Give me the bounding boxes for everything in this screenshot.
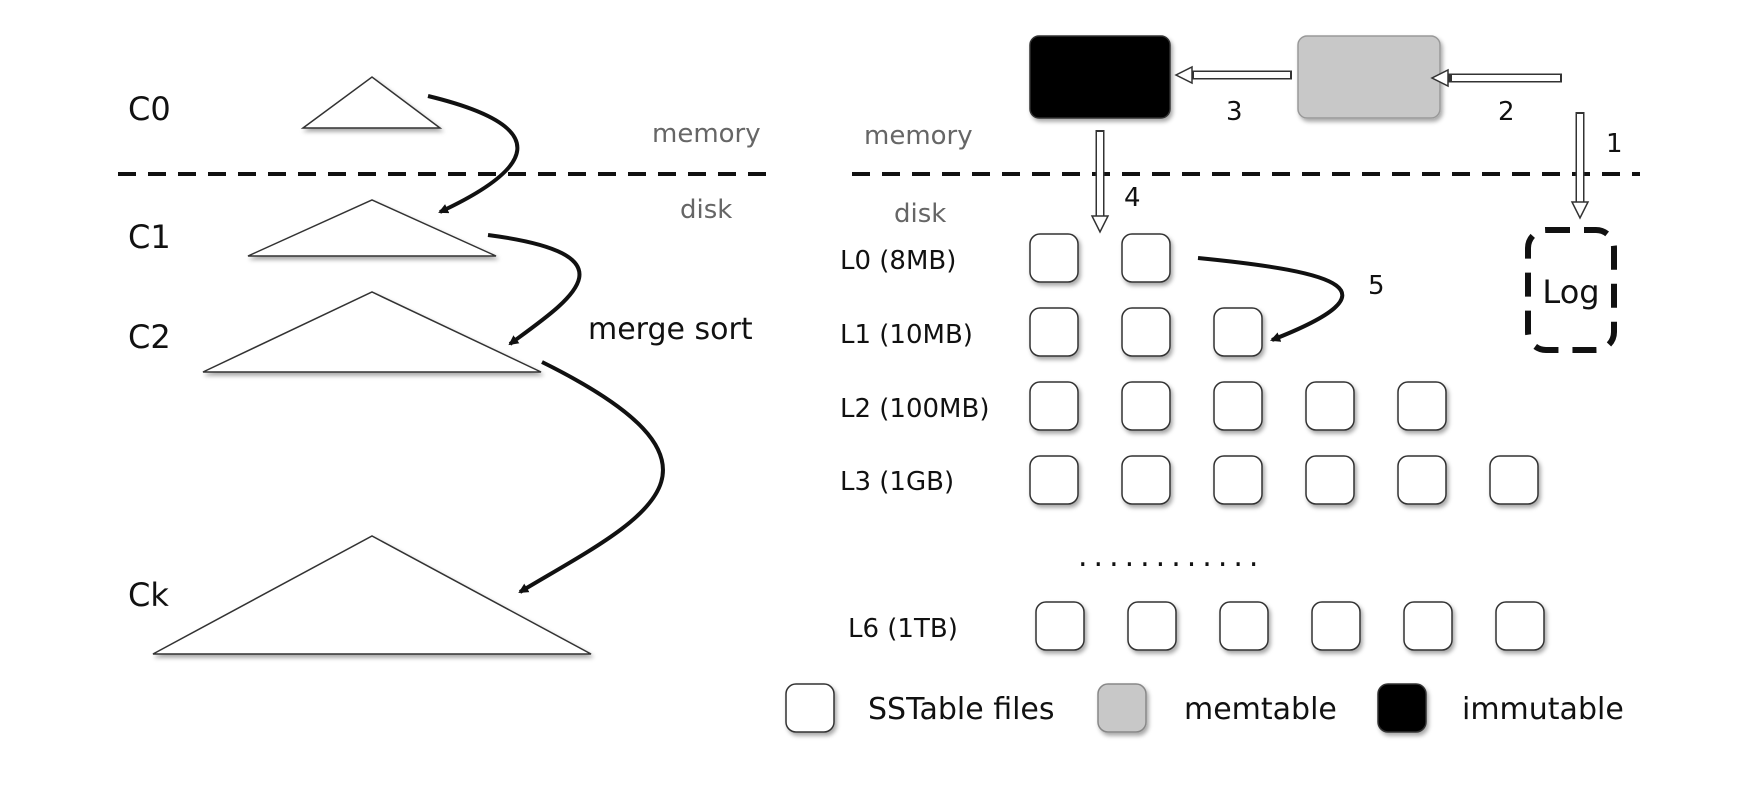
flow-arrow-3-head xyxy=(1174,65,1193,85)
log-box xyxy=(1525,227,1617,353)
sstable-file xyxy=(1305,381,1355,431)
sstable-file xyxy=(1403,601,1453,651)
sstable-file xyxy=(1121,381,1171,431)
sstable-file xyxy=(1489,455,1539,505)
step-1-label: 1 xyxy=(1606,129,1623,159)
sstable-file xyxy=(1219,601,1269,651)
level-l3-label: L3 (1GB) xyxy=(840,467,954,497)
immutable-memtable-box xyxy=(1029,35,1171,119)
component-triangle xyxy=(152,535,592,655)
right-disk-label: disk xyxy=(894,199,946,229)
left-memory-label: memory xyxy=(652,119,761,149)
sstable-file xyxy=(1121,455,1171,505)
sstable-grid xyxy=(1029,233,1545,651)
step-3-label: 3 xyxy=(1226,97,1243,127)
sstable-file xyxy=(1213,307,1263,357)
merge-sort-label: merge sort xyxy=(588,312,753,347)
component-c1: C1 xyxy=(128,199,497,257)
component-triangle xyxy=(247,199,497,257)
sstable-file xyxy=(1213,381,1263,431)
sstable-file xyxy=(1029,307,1079,357)
legend-sstable-swatch xyxy=(785,683,835,733)
levels-ellipsis: ............ xyxy=(1078,539,1264,574)
legend-immutable-swatch xyxy=(1377,683,1427,733)
flow-arrow-1-head xyxy=(1570,201,1590,220)
right-panel: memory disk 1 2 3 4 5 Log L0 (8MB) L1 (1 xyxy=(785,35,1640,733)
sstable-file xyxy=(1397,455,1447,505)
step-5-label: 5 xyxy=(1368,271,1385,301)
sstable-file xyxy=(1305,455,1355,505)
component-label: C2 xyxy=(128,318,171,356)
component-label: Ck xyxy=(128,576,169,614)
component-c2: C2 xyxy=(128,291,542,373)
component-triangle xyxy=(300,76,443,129)
component-label: C0 xyxy=(128,90,171,128)
sstable-file xyxy=(1035,601,1085,651)
flow-arrow-4-head xyxy=(1090,215,1110,234)
legend-sstable-label: SSTable files xyxy=(868,692,1055,727)
step-2-label: 2 xyxy=(1498,97,1515,127)
component-ck: Ck xyxy=(128,535,592,655)
legend-immutable-label: immutable xyxy=(1462,692,1624,727)
step-4-label: 4 xyxy=(1124,183,1141,213)
memtable-box xyxy=(1297,35,1441,119)
right-memory-label: memory xyxy=(864,121,973,151)
sstable-file xyxy=(1029,455,1079,505)
level-l6-label: L6 (1TB) xyxy=(848,614,958,644)
merge-arrow-c0-c1 xyxy=(427,94,520,214)
sstable-file xyxy=(1127,601,1177,651)
sstable-file xyxy=(1397,381,1447,431)
sstable-file xyxy=(1029,233,1079,283)
legend-memtable-swatch xyxy=(1097,683,1147,733)
component-c0: C0 xyxy=(128,76,443,129)
sstable-file xyxy=(1213,455,1263,505)
level-l1-label: L1 (10MB) xyxy=(840,320,973,350)
component-triangle xyxy=(202,291,542,373)
legend: SSTable files memtable immutable xyxy=(785,683,1624,733)
sstable-file xyxy=(1311,601,1361,651)
legend-memtable-label: memtable xyxy=(1184,692,1337,727)
sstable-file xyxy=(1121,233,1171,283)
sstable-file xyxy=(1495,601,1545,651)
merge-arrow-c2-ck xyxy=(518,360,665,594)
flow-arrow-2-head xyxy=(1430,68,1449,88)
left-panel: memory disk C0 C1 C2 Ck merge sort xyxy=(118,76,775,655)
sstable-file xyxy=(1121,307,1171,357)
merge-arrow-c1-c2 xyxy=(487,233,582,346)
compaction-arrow-5 xyxy=(1197,256,1345,342)
component-label: C1 xyxy=(128,218,171,256)
sstable-file xyxy=(1029,381,1079,431)
level-l2-label: L2 (100MB) xyxy=(840,394,989,424)
log-label: Log xyxy=(1542,273,1599,311)
left-disk-label: disk xyxy=(680,195,732,225)
level-l0-label: L0 (8MB) xyxy=(840,246,956,276)
